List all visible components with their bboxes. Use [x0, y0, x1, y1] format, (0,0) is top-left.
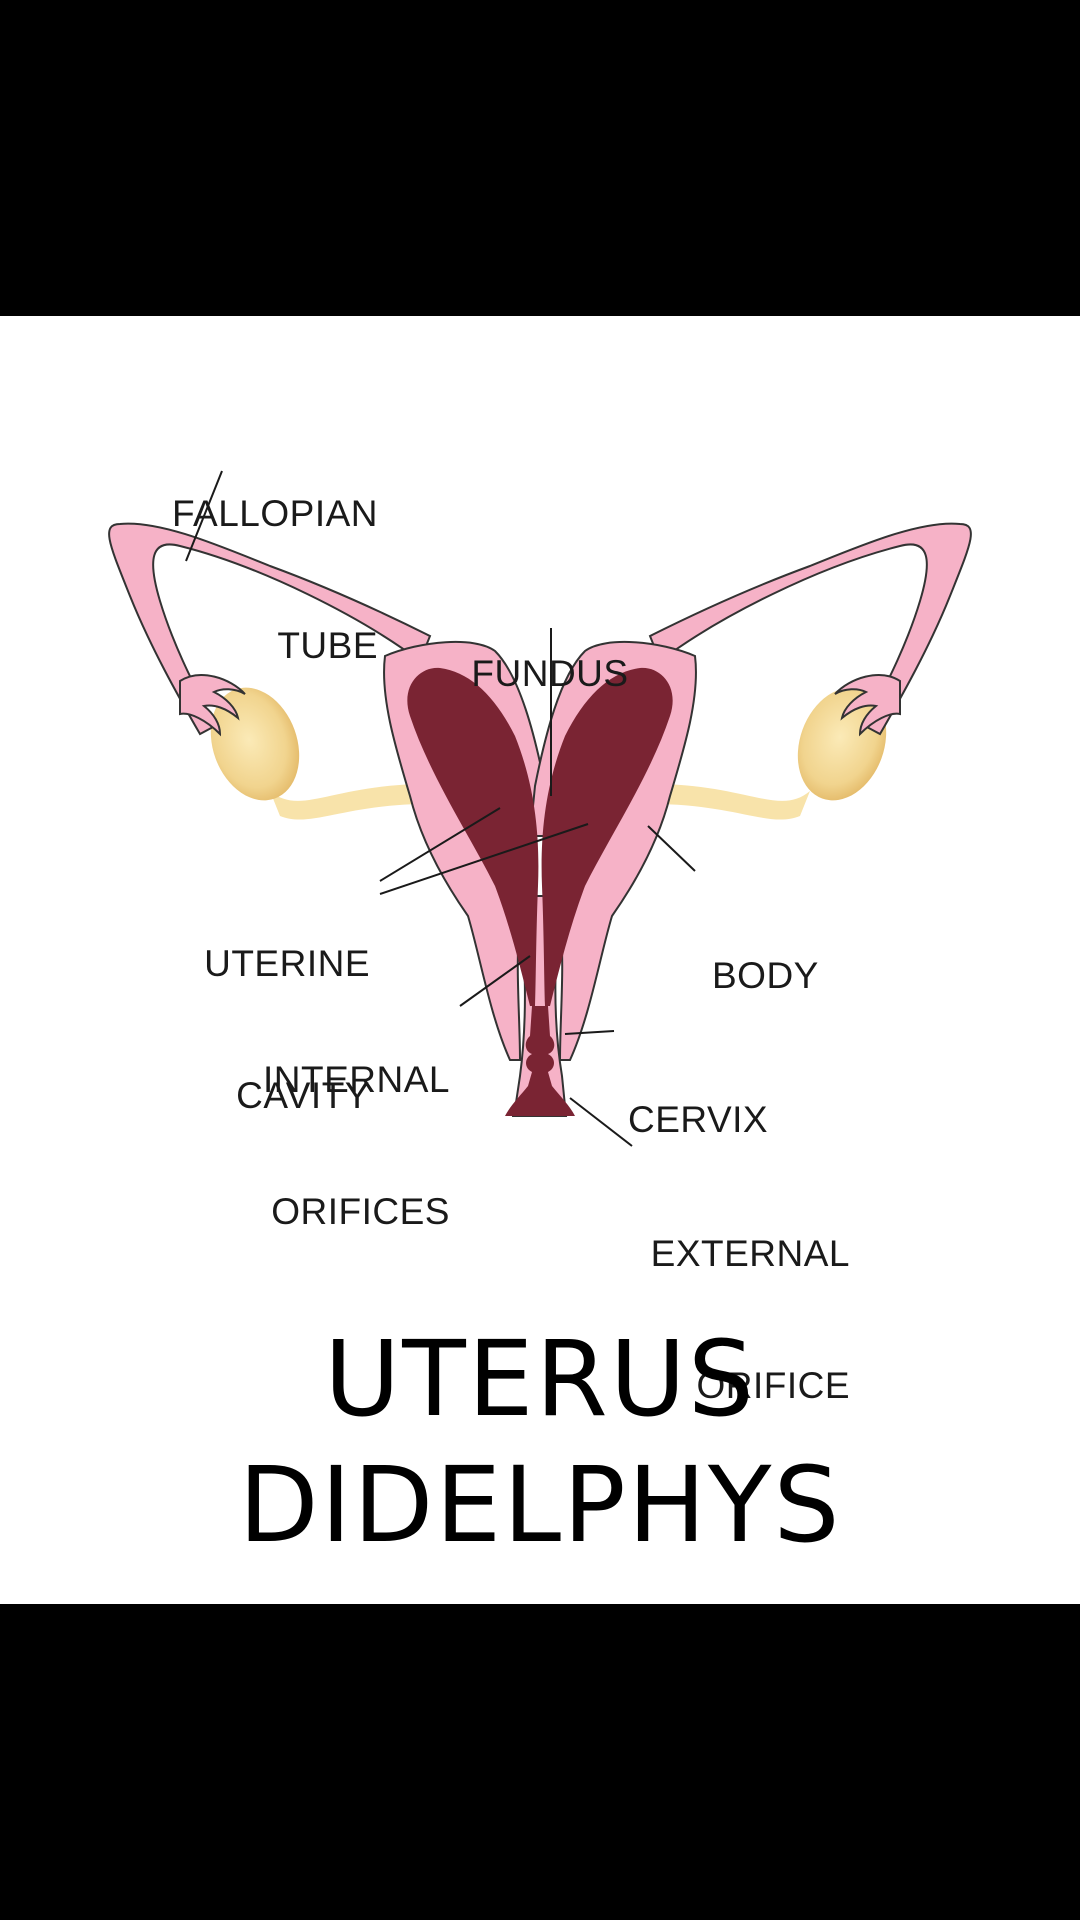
title-line2: DIDELPHYS — [238, 1444, 842, 1566]
right-ovary — [797, 687, 887, 801]
left-ovary — [210, 687, 300, 801]
title-line1: UTERUS — [324, 1318, 756, 1440]
cervical-canal — [505, 1006, 575, 1116]
uterine-cavity-leader-2 — [379, 823, 589, 895]
right-fimbriae — [834, 674, 901, 737]
leader-lines — [185, 470, 696, 1147]
right-ovarian-ligament — [660, 784, 810, 820]
label-uterine-cavity: UTERINE CAVITY — [150, 854, 370, 1206]
right-fallopian-tube — [648, 522, 972, 736]
label-cervix-text: CERVIX — [628, 1099, 769, 1140]
diagram-panel: FALLOPIAN TUBE FUNDUS UTERINE CAVITY BOD… — [0, 316, 1080, 1604]
label-fallopian-tube-line1: FALLOPIAN — [171, 493, 378, 534]
label-internal-orifices: INTERNAL ORIFICES — [210, 970, 450, 1322]
right-uterine-cavity — [541, 667, 673, 1006]
label-fallopian-tube: FALLOPIAN TUBE — [120, 404, 378, 756]
left-uterine-cavity — [407, 667, 539, 1006]
label-body: BODY — [712, 866, 819, 1086]
page-title: UTERUS DIDELPHYS — [0, 1316, 1080, 1568]
label-uterine-cavity-line2: CAVITY — [236, 1075, 370, 1116]
internal-orifices-leader — [459, 955, 531, 1007]
label-fallopian-tube-line2: TUBE — [277, 625, 378, 666]
uterine-cavity-leader-1 — [379, 807, 501, 882]
label-fundus-text: FUNDUS — [471, 653, 629, 694]
cervix-leader — [564, 1030, 615, 1035]
uterus-diagram — [108, 470, 972, 1147]
left-ovarian-ligament — [270, 784, 420, 820]
label-internal-orifices-line1: INTERNAL — [263, 1059, 450, 1100]
label-body-text: BODY — [712, 955, 819, 996]
external-orifice-leader — [569, 1097, 633, 1147]
label-external-orifice: EXTERNAL ORIFICE — [620, 1144, 850, 1496]
fallopian-tube-leader — [185, 470, 223, 562]
label-uterine-cavity-line1: UTERINE — [204, 943, 370, 984]
label-internal-orifices-line2: ORIFICES — [271, 1191, 450, 1232]
label-fundus: FUNDUS — [440, 564, 660, 784]
body-leader — [647, 825, 696, 872]
left-fimbriae — [179, 674, 246, 737]
label-external-orifice-line2: ORIFICE — [696, 1365, 850, 1406]
label-external-orifice-line1: EXTERNAL — [650, 1233, 850, 1274]
label-cervix: CERVIX — [628, 1010, 768, 1230]
